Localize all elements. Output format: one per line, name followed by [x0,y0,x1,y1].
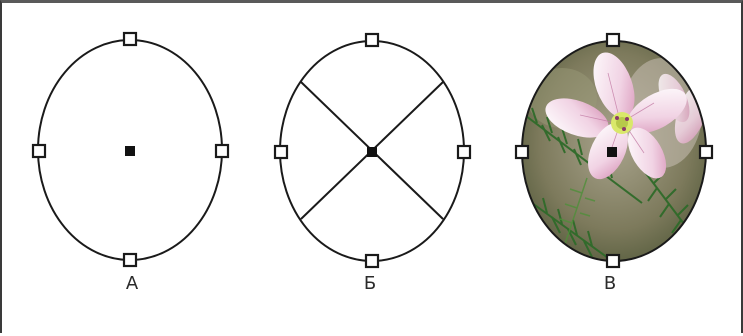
handle-right-a[interactable] [216,145,228,157]
handle-top-a[interactable] [124,33,136,45]
handle-bottom-a[interactable] [124,254,136,266]
frame-label-c: В [590,273,630,294]
frame-a[interactable] [33,33,228,266]
handle-top-b[interactable] [366,34,378,46]
handle-left-a[interactable] [33,145,45,157]
center-point-b[interactable] [367,147,377,157]
frame-label-b: Б [350,273,390,294]
handle-left-b[interactable] [275,146,287,158]
center-point-c[interactable] [607,147,617,157]
handle-right-c[interactable] [700,146,712,158]
handle-bottom-b[interactable] [366,255,378,267]
frame-c[interactable] [516,34,716,268]
handle-left-c[interactable] [516,146,528,158]
handle-bottom-c[interactable] [607,255,619,267]
center-point-a[interactable] [125,146,135,156]
handle-right-b[interactable] [458,146,470,158]
frame-b[interactable] [275,34,470,267]
frame-label-a: А [112,273,152,294]
handle-top-c[interactable] [607,34,619,46]
